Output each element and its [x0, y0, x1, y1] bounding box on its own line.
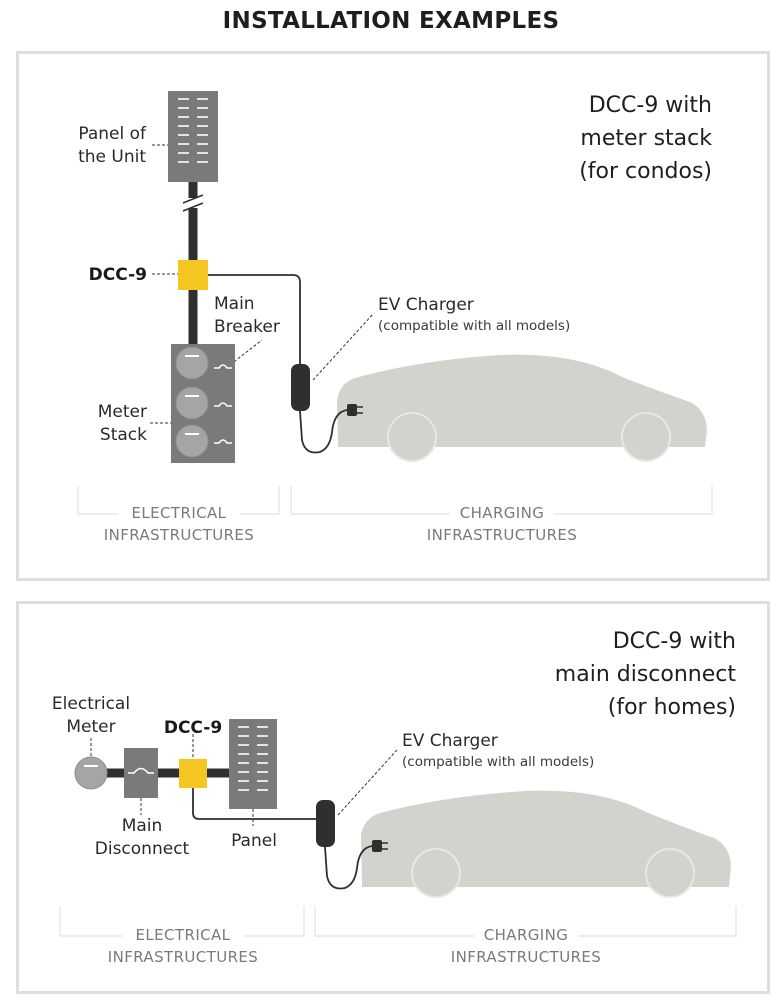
condo-charger-cable [208, 274, 301, 368]
home-panel-label: Panel [231, 831, 277, 851]
home-car-front-wheel [411, 848, 461, 898]
example-condos-title-line-2: meter stack [580, 126, 712, 151]
home-ev-charger [316, 800, 335, 847]
home-disconnect-label-line-2: Disconnect [95, 839, 190, 859]
home-dcc9-label: DCC-9 [164, 718, 222, 738]
condo-category-charging-line-2: INFRASTRUCTURES [427, 526, 577, 544]
home-car-rear-wheel [645, 848, 695, 898]
condo-category-electrical-line-2: INFRASTRUCTURES [104, 526, 254, 544]
example-condos-box [16, 51, 770, 581]
meter-stack [171, 344, 235, 463]
home-disconnect-label-line-1: Main [122, 816, 163, 836]
condo-breaker-label-line-1: Main [214, 294, 255, 314]
example-condos: DCC-9 with meter stack (for condos) [77, 91, 713, 544]
condo-charger-leader [312, 313, 374, 381]
home-category-charging-line-1: CHARGING [484, 926, 569, 944]
page-title: INSTALLATION EXAMPLES [222, 8, 560, 34]
unit-panel-label-line-1: Panel of [78, 124, 147, 144]
condo-car-rear-wheel [621, 412, 671, 462]
unit-panel [168, 91, 218, 182]
home-charger-sublabel: (compatible with all models) [402, 754, 594, 770]
home-plug-icon [372, 840, 388, 852]
example-homes-title-line-3: (for homes) [608, 695, 736, 720]
example-homes: DCC-9 with main disconnect (for homes) E… [52, 629, 737, 966]
condo-category-charging-line-1: CHARGING [460, 504, 545, 522]
condo-breaker-label-line-2: Breaker [214, 317, 280, 337]
condo-charger-plug-cable [299, 409, 348, 454]
home-charger-cable [192, 788, 319, 820]
home-charger-label: EV Charger [402, 731, 498, 751]
condo-dcc9-device [178, 260, 208, 290]
condo-ev-charger [291, 364, 310, 411]
home-panel [229, 719, 277, 809]
home-category-electrical-line-1: ELECTRICAL [136, 926, 231, 944]
meter-stack-label-line-2: Stack [100, 425, 147, 445]
home-dcc9-device [179, 759, 207, 788]
condo-car-front-wheel [387, 412, 437, 462]
condo-charger-label: EV Charger [378, 295, 474, 315]
condo-category-electrical-line-1: ELECTRICAL [132, 504, 227, 522]
home-meter-label-line-1: Electrical [52, 694, 130, 714]
home-category-electrical-line-2: INFRASTRUCTURES [108, 948, 258, 966]
home-charger-leader [337, 749, 398, 816]
home-charger-plug-cable [324, 845, 373, 890]
example-homes-title-line-1: DCC-9 with [613, 629, 736, 654]
example-condos-title-line-3: (for condos) [579, 159, 712, 184]
meter-stack-label-line-1: Meter [98, 402, 147, 422]
home-main-disconnect [124, 748, 158, 798]
home-electrical-meter [74, 756, 108, 790]
condo-charger-sublabel: (compatible with all models) [378, 318, 570, 334]
home-category-charging-line-2: INFRASTRUCTURES [451, 948, 601, 966]
example-condos-title-line-1: DCC-9 with [589, 93, 712, 118]
example-homes-title-line-2: main disconnect [555, 662, 737, 687]
home-meter-label-line-2: Meter [66, 717, 115, 737]
condo-dcc9-label: DCC-9 [89, 265, 147, 285]
wire-break-mark [182, 194, 204, 212]
condo-plug-icon [347, 404, 363, 416]
unit-panel-label-line-2: the Unit [78, 147, 146, 167]
